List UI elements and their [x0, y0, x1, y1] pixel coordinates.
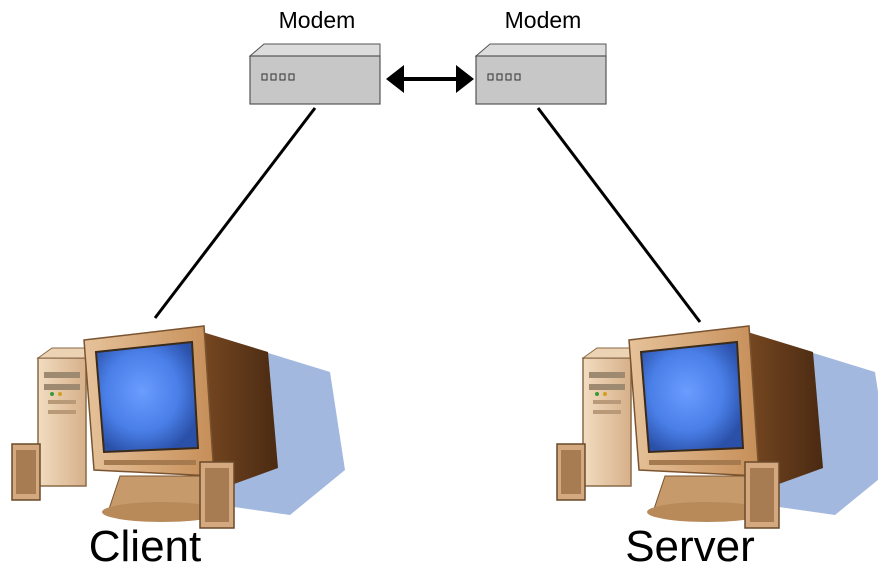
client-label: Client — [88, 522, 202, 571]
server-modem-link — [536, 107, 702, 323]
bidirectional-arrow — [386, 65, 474, 93]
modem-right — [475, 43, 607, 105]
server-computer-icon — [556, 325, 878, 529]
modem-right-label: Modem — [504, 7, 582, 33]
client-modem-link — [153, 107, 317, 319]
client-computer-icon — [11, 325, 346, 529]
modem-left-label: Modem — [278, 7, 356, 33]
server-label: Server — [625, 522, 755, 571]
modem-left — [249, 43, 381, 105]
